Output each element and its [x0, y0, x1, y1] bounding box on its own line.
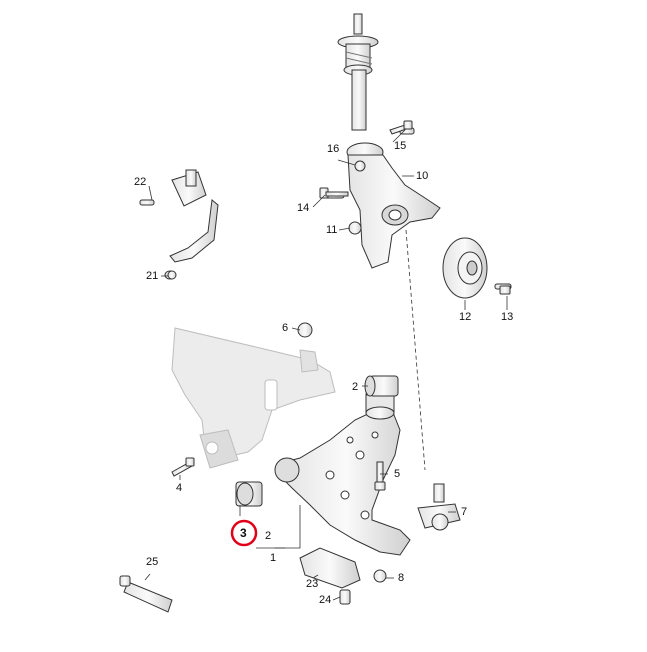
label-part-15: 15 [394, 140, 407, 152]
subframe [171, 327, 336, 469]
highlight-circle [230, 519, 258, 547]
label-part-12: 12 [459, 311, 472, 323]
label-part-24: 24 [319, 594, 332, 606]
label-part-2-lower: 2 [265, 530, 272, 542]
grease-tube [119, 575, 173, 613]
bracket-23 [299, 547, 361, 589]
wheel-hub [442, 237, 512, 299]
label-part-5: 5 [394, 468, 401, 480]
label-part-6: 6 [282, 322, 289, 334]
label-part-3: 3 [240, 526, 247, 540]
ball-joint [417, 483, 461, 531]
label-part-8: 8 [398, 572, 405, 584]
label-part-23: 23 [306, 578, 319, 590]
strut-assembly [337, 13, 379, 131]
label-part-13: 13 [501, 311, 514, 323]
label-part-1: 1 [270, 552, 277, 564]
control-arm [274, 384, 411, 556]
label-part-10: 10 [416, 170, 429, 182]
steering-knuckle [321, 127, 441, 269]
leader-lines [144, 129, 508, 601]
label-part-11: 11 [326, 224, 338, 236]
label-part-22: 22 [134, 176, 147, 188]
label-part-16: 16 [327, 143, 340, 155]
label-part-14: 14 [297, 202, 310, 214]
label-part-21: 21 [146, 270, 159, 282]
label-part-4: 4 [176, 482, 183, 494]
bushing-2 [364, 375, 399, 397]
level-sensor [139, 169, 219, 280]
label-part-25: 25 [146, 556, 159, 568]
fasteners [167, 120, 511, 605]
bushing-3 [235, 481, 263, 507]
label-part-7: 7 [461, 506, 468, 518]
label-part-2-upper: 2 [352, 381, 359, 393]
